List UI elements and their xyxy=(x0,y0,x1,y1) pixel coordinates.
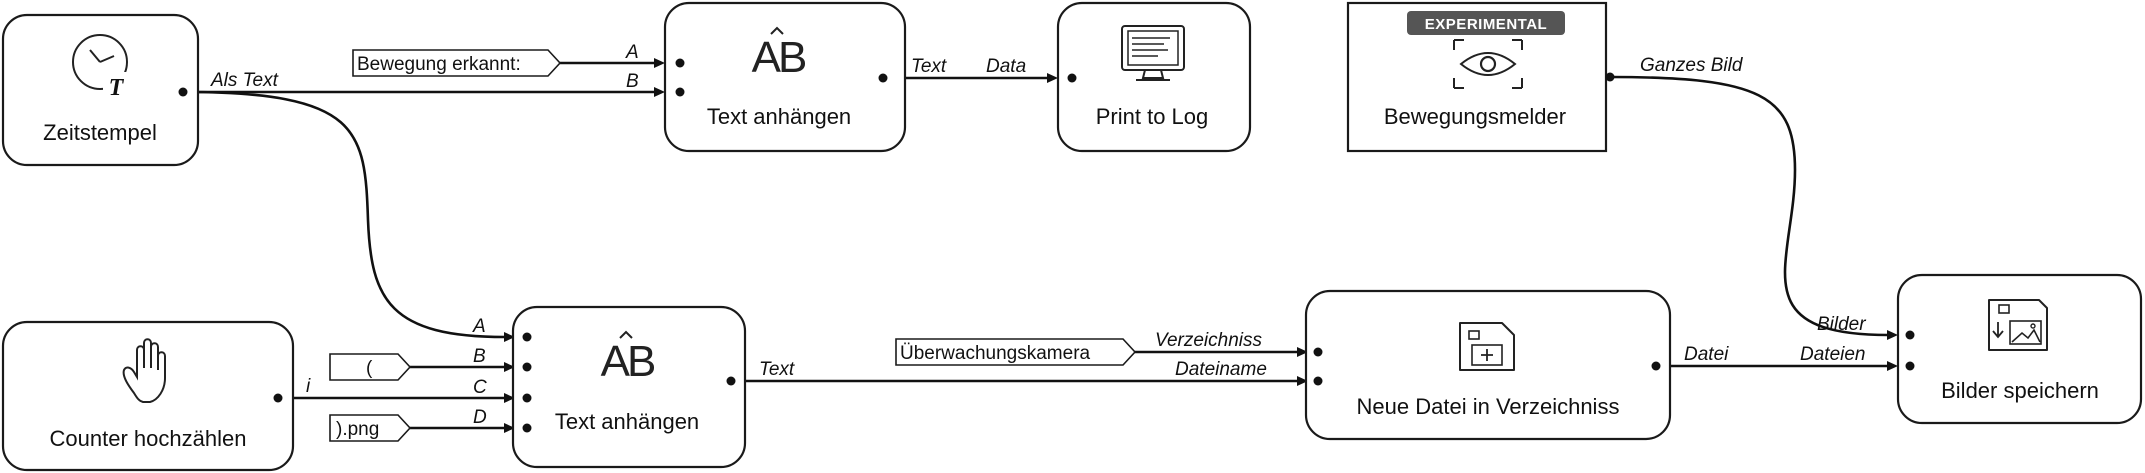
output-port[interactable] xyxy=(878,73,888,83)
clock-text-icon: T xyxy=(72,34,129,101)
wire-melder-to-bilder xyxy=(1609,75,1889,337)
constant-png[interactable]: ).png xyxy=(329,414,412,442)
port-label: Als Text xyxy=(210,70,279,91)
arrowhead xyxy=(1047,73,1058,83)
append-text-icon: AB xyxy=(601,330,658,386)
node-label: Text anhängen xyxy=(555,409,699,434)
node-label: Zeitstempel xyxy=(43,120,157,145)
input-port-data[interactable] xyxy=(1067,73,1077,83)
port-label: C xyxy=(473,377,487,398)
save-images-icon xyxy=(1988,299,2048,351)
arrowhead xyxy=(1297,347,1308,357)
arrowhead xyxy=(504,332,515,342)
input-port-b[interactable] xyxy=(675,87,685,97)
node-text-anhaengen-1[interactable]: AB Text anhängen A B Text xyxy=(625,1,947,153)
port-label: B xyxy=(473,346,486,367)
port-label: Text xyxy=(911,56,947,77)
constant-value: Überwachungskamera xyxy=(900,343,1091,364)
svg-text:AB: AB xyxy=(601,337,655,386)
port-label: Bilder xyxy=(1817,314,1866,335)
wires xyxy=(182,61,1889,430)
arrowhead xyxy=(654,87,665,97)
arrowhead xyxy=(504,393,515,403)
new-file-folder-icon xyxy=(1459,322,1515,371)
port-label: Dateiname xyxy=(1175,359,1267,380)
output-port[interactable] xyxy=(726,376,736,386)
port-label: A xyxy=(625,42,639,63)
append-text-icon: AB xyxy=(752,26,809,82)
hand-pointer-icon xyxy=(122,338,166,403)
port-label: A xyxy=(472,316,486,337)
node-counter-hochzaehlen[interactable]: Counter hochzählen i xyxy=(1,320,311,472)
constant-value: ).png xyxy=(336,419,379,440)
port-label: Data xyxy=(986,56,1026,77)
svg-text:T: T xyxy=(109,75,125,101)
input-port-b[interactable] xyxy=(522,362,532,372)
node-text-anhaengen-2[interactable]: AB Text anhängen A B C D Text xyxy=(472,305,795,469)
port-label: Ganzes Bild xyxy=(1640,55,1744,76)
constant-kamera[interactable]: Überwachungskamera xyxy=(895,338,1137,366)
output-port[interactable] xyxy=(273,393,283,403)
port-label: Text xyxy=(759,359,795,380)
constant-value: Bewegung erkannt: xyxy=(357,54,521,75)
arrowhead xyxy=(504,423,515,433)
arrowhead xyxy=(504,362,515,372)
output-port[interactable] xyxy=(1651,361,1661,371)
constant-paren-open[interactable]: ( xyxy=(329,353,412,381)
svg-text:AB: AB xyxy=(752,33,806,82)
input-port-c[interactable] xyxy=(522,393,532,403)
node-zeitstempel[interactable]: T Zeitstempel Als Text xyxy=(1,13,279,167)
node-label: Text anhängen xyxy=(707,104,851,129)
arrowhead xyxy=(1887,330,1898,340)
node-neue-datei[interactable]: Neue Datei in Verzeichniss Verzeichniss … xyxy=(1155,289,1729,441)
constant-value: ( xyxy=(366,358,373,379)
node-label: Counter hochzählen xyxy=(50,426,247,451)
port-label: i xyxy=(306,376,311,397)
input-port-bilder[interactable] xyxy=(1905,330,1915,340)
node-label: Bewegungsmelder xyxy=(1384,104,1566,129)
arrowheads xyxy=(504,58,1898,433)
wire-zeitstempel-to-text2-a xyxy=(182,90,506,339)
node-bewegungsmelder[interactable]: EXPERIMENTAL Bewegungsmelder Ganzes Bild xyxy=(1346,1,1744,153)
eye-scan-icon xyxy=(1453,39,1523,89)
node-print-to-log[interactable]: Print to Log Data xyxy=(986,1,1252,153)
port-label: Dateien xyxy=(1800,344,1866,365)
node-label: Print to Log xyxy=(1096,104,1209,129)
input-port-dir[interactable] xyxy=(1313,347,1323,357)
arrowhead xyxy=(1297,376,1308,386)
port-label: D xyxy=(473,407,487,428)
arrowhead xyxy=(654,58,665,68)
node-bilder-speichern[interactable]: Bilder speichern Bilder Dateien xyxy=(1800,273,2143,425)
monitor-icon xyxy=(1121,25,1185,81)
constant-bewegung[interactable]: Bewegung erkannt: xyxy=(352,49,562,77)
input-port-a[interactable] xyxy=(675,58,685,68)
input-port-d[interactable] xyxy=(522,423,532,433)
node-label: Bilder speichern xyxy=(1941,378,2099,403)
arrowhead xyxy=(1887,361,1898,371)
svg-text:EXPERIMENTAL: EXPERIMENTAL xyxy=(1425,16,1547,33)
output-port[interactable] xyxy=(1605,72,1615,82)
port-label: Datei xyxy=(1684,344,1729,365)
output-port[interactable] xyxy=(178,87,188,97)
input-port-dateien[interactable] xyxy=(1905,361,1915,371)
port-label: B xyxy=(626,71,639,92)
experimental-badge: EXPERIMENTAL xyxy=(1407,11,1565,35)
port-label: Verzeichniss xyxy=(1155,330,1263,351)
input-port-a[interactable] xyxy=(522,332,532,342)
input-port-name[interactable] xyxy=(1313,376,1323,386)
node-label: Neue Datei in Verzeichniss xyxy=(1357,394,1620,419)
